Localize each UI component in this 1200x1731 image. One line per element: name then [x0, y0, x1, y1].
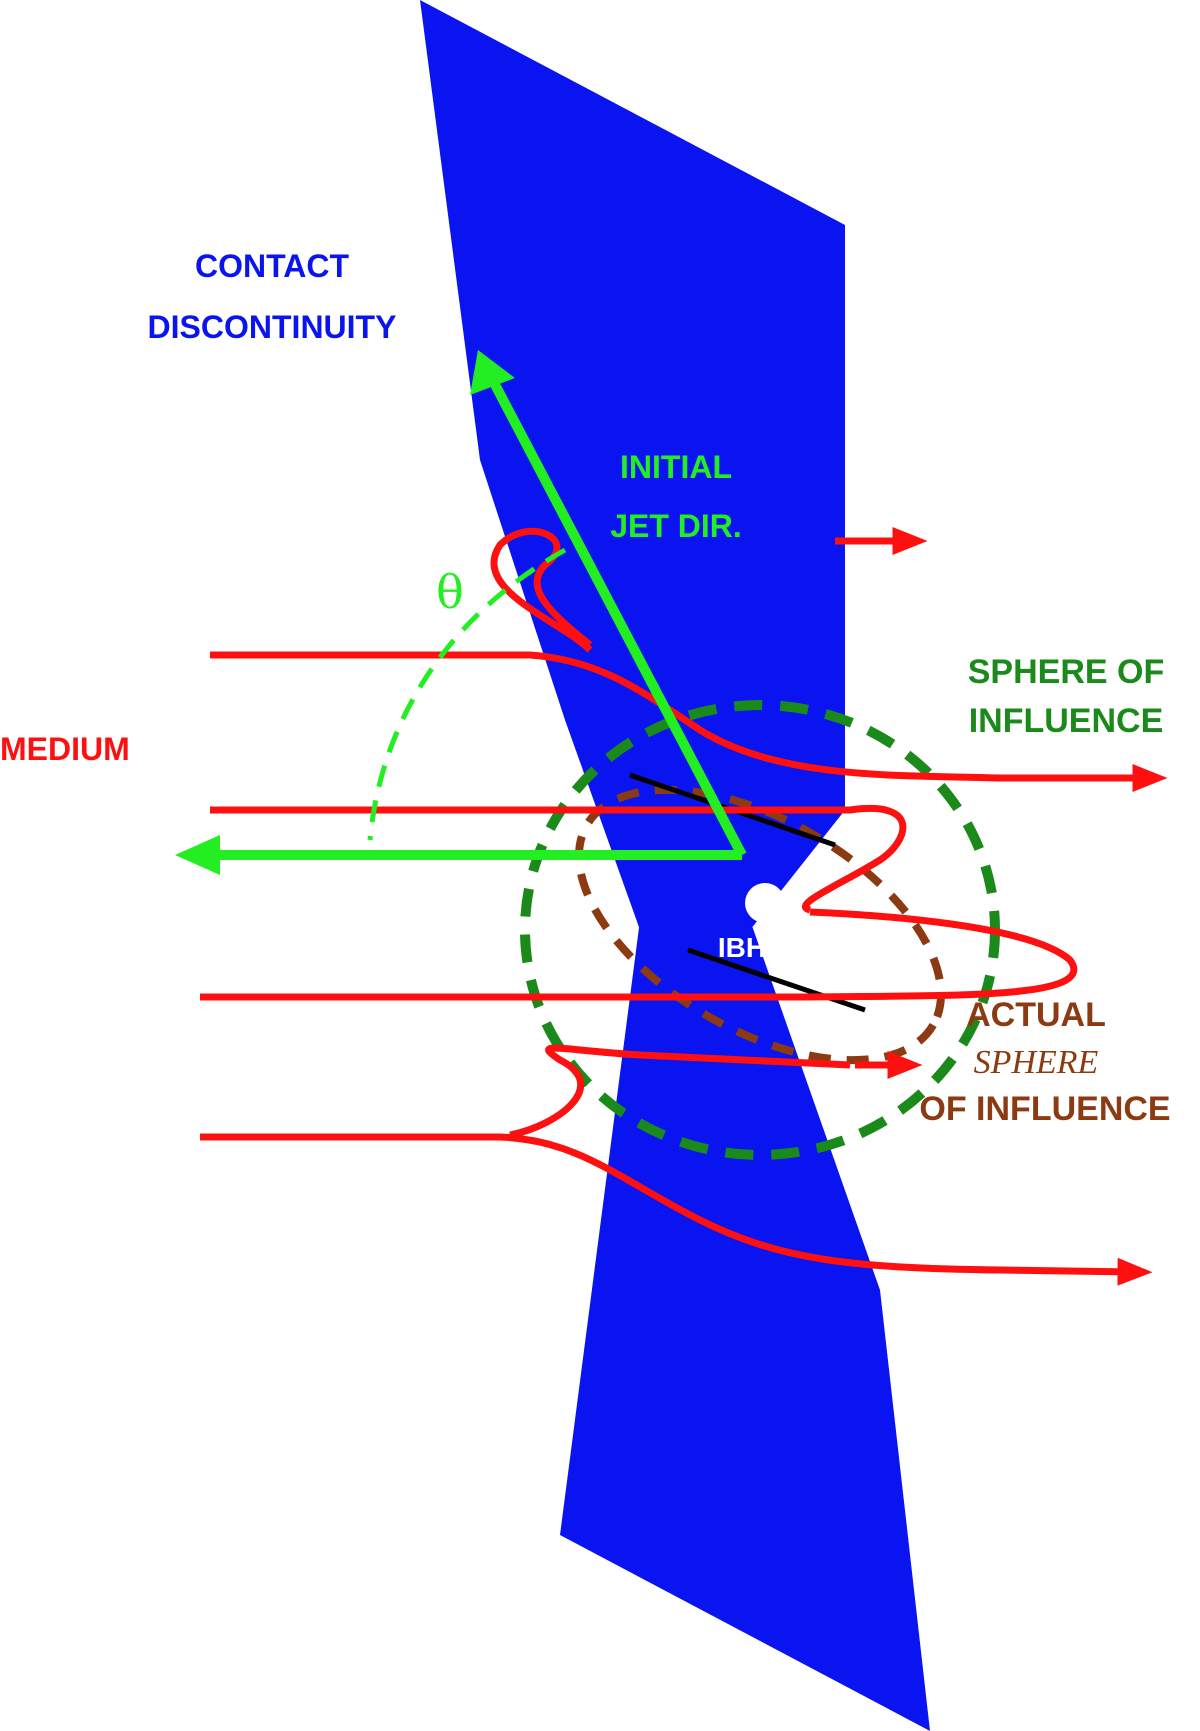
- initial-jet-label-2: JET DIR.: [610, 508, 742, 544]
- theta-label: θ: [436, 565, 464, 619]
- initial-jet-label-1: INITIAL: [620, 449, 732, 485]
- initial-jet-arrowhead: [470, 350, 515, 395]
- actual-sphere-label-2: SPHERE: [974, 1044, 1099, 1081]
- jet-upper-cone: [420, 0, 845, 930]
- medium-label: MEDIUM: [0, 731, 130, 767]
- medium-line-2: [210, 651, 1168, 792]
- actual-sphere-label-1: ACTUAL: [966, 996, 1106, 1034]
- ibh-label: IBH: [718, 932, 766, 963]
- jet-lower-cone: [560, 920, 930, 1731]
- ibh-marker: [745, 883, 785, 923]
- medium-line-4: [200, 908, 1078, 1001]
- reference-arrowhead: [175, 835, 220, 875]
- actual-sphere-of-influence: [575, 785, 945, 1065]
- medium-line-6: [200, 1133, 1153, 1286]
- medium-line-1: [490, 527, 593, 653]
- sphere-label-1: SPHERE OF: [968, 653, 1164, 691]
- theta-arc: [367, 547, 567, 841]
- actual-sphere-label-3: OF INFLUENCE: [919, 1090, 1170, 1128]
- contact-label-1: CONTACT: [195, 248, 350, 284]
- medium-flow-lines: [200, 527, 1168, 1286]
- initial-jet-direction: [175, 350, 747, 875]
- medium-line-3: [210, 805, 907, 914]
- medium-line-5: [509, 1044, 851, 1139]
- contact-label-2: DISCONTINUITY: [148, 309, 397, 345]
- sphere-label-2: INFLUENCE: [969, 702, 1164, 740]
